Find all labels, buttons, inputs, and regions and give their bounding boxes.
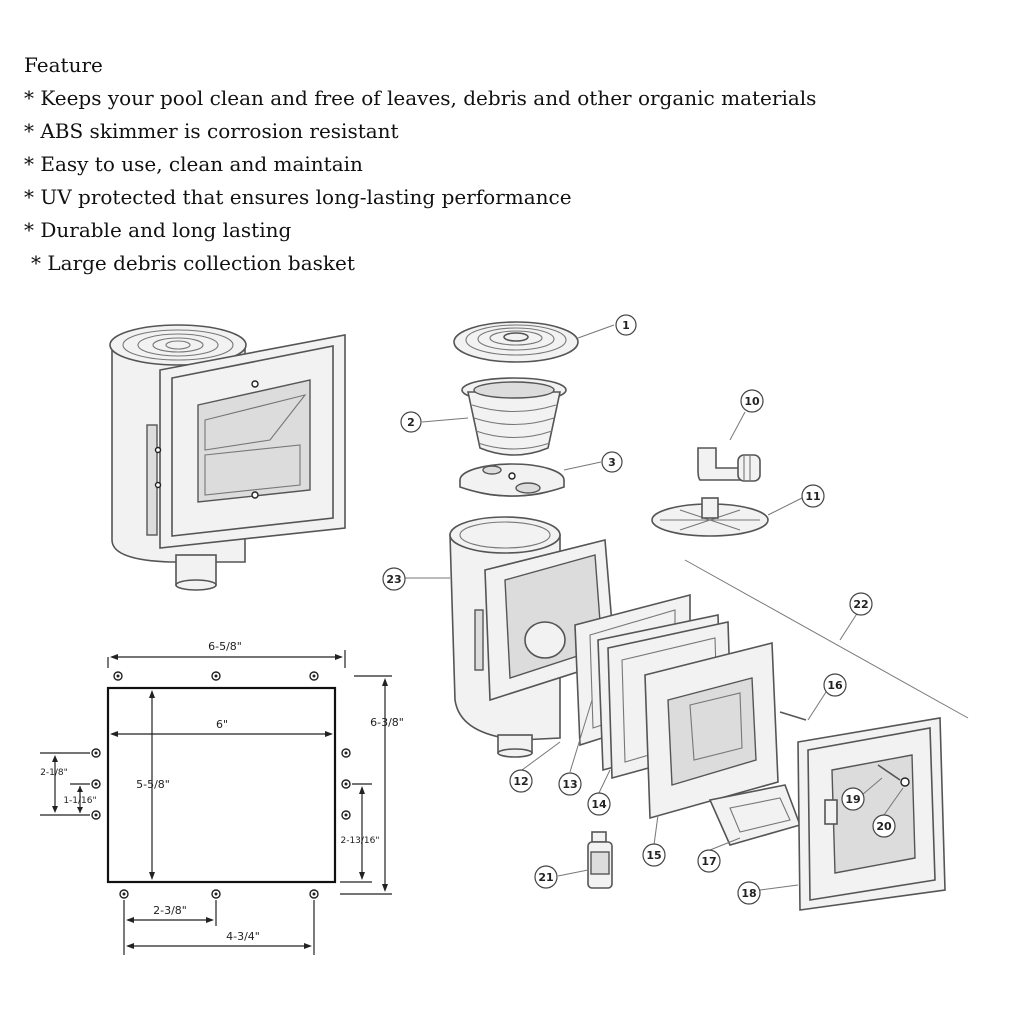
exploded-view: 1 2 3 10 11 23 22 16 12 13 14 15 17 18 1… — [382, 314, 969, 911]
part-faceplate — [644, 641, 779, 820]
svg-text:21: 21 — [538, 871, 553, 884]
callout: 15 — [642, 843, 666, 867]
dim-left-inner: 1-1/16" — [63, 796, 96, 806]
feature-item: * Easy to use, clean and maintain — [24, 152, 363, 176]
callout: 18 — [737, 881, 761, 905]
callout: 23 — [382, 567, 406, 591]
callout: 16 — [823, 673, 847, 697]
callout: 21 — [534, 865, 558, 889]
callout: 12 — [509, 769, 533, 793]
dim-inner-width: 6" — [216, 718, 228, 731]
dim-overall-height: 6-3/8" — [370, 716, 404, 729]
assembled-skimmer — [109, 324, 346, 591]
svg-text:14: 14 — [591, 798, 607, 811]
part-float — [459, 463, 565, 497]
feature-item: * Durable and long lasting — [24, 218, 292, 242]
svg-text:22: 22 — [853, 598, 868, 611]
callout: 3 — [601, 451, 623, 473]
faceplate-outline — [106, 686, 337, 884]
callout: 2 — [400, 411, 422, 433]
feature-item: * Keeps your pool clean and free of leav… — [24, 86, 817, 110]
svg-text:11: 11 — [805, 490, 820, 503]
svg-text:16: 16 — [827, 679, 843, 692]
features-title: Feature — [24, 53, 103, 77]
svg-text:18: 18 — [741, 887, 756, 900]
part-elbow — [697, 447, 761, 482]
part-lid — [453, 321, 579, 363]
callout: 11 — [801, 484, 825, 508]
callout: 1 — [615, 314, 637, 336]
dim-bottom-long: 4-3/4" — [226, 930, 260, 943]
dim-bottom-short: 2-3/8" — [153, 904, 187, 917]
svg-text:20: 20 — [876, 820, 892, 833]
part-bottle — [587, 831, 613, 889]
feature-item: * UV protected that ensures long-lasting… — [24, 185, 572, 209]
callout: 20 — [872, 814, 896, 838]
part-face-trim — [797, 717, 946, 911]
part-basket — [461, 377, 567, 456]
feature-item: * ABS skimmer is corrosion resistant — [24, 119, 399, 143]
feature-item: * Large debris collection basket — [31, 251, 355, 275]
svg-text:10: 10 — [744, 395, 760, 408]
svg-text:12: 12 — [513, 775, 528, 788]
svg-text:3: 3 — [608, 456, 616, 469]
callout: 19 — [841, 787, 865, 811]
part-screw — [779, 711, 807, 721]
svg-text:2: 2 — [407, 416, 415, 429]
mounting-holes — [91, 671, 351, 899]
dim-right: 2-13/16" — [340, 836, 379, 846]
callout: 17 — [697, 849, 721, 873]
dimension-drawing: 6-5/8" 6" 5-5/8" 6-3/8" 2-1/8" 1-1/16" — [40, 640, 404, 955]
svg-text:1: 1 — [622, 319, 630, 332]
svg-text:15: 15 — [646, 849, 661, 862]
svg-text:13: 13 — [562, 778, 577, 791]
svg-text:23: 23 — [386, 573, 401, 586]
svg-text:17: 17 — [701, 855, 716, 868]
callout: 13 — [558, 772, 582, 796]
dim-overall-width: 6-5/8" — [208, 640, 242, 653]
callout: 14 — [587, 792, 611, 816]
features-list: Feature * Keeps your pool clean and free… — [24, 52, 1004, 283]
dim-left-outer: 2-1/8" — [40, 768, 68, 778]
dim-inner-height: 5-5/8" — [136, 778, 170, 791]
part-diffuser — [651, 497, 769, 537]
callout: 22 — [849, 592, 873, 616]
callout: 10 — [740, 389, 764, 413]
svg-text:19: 19 — [845, 793, 860, 806]
feature-items: * Keeps your pool clean and free of leav… — [24, 85, 1004, 276]
